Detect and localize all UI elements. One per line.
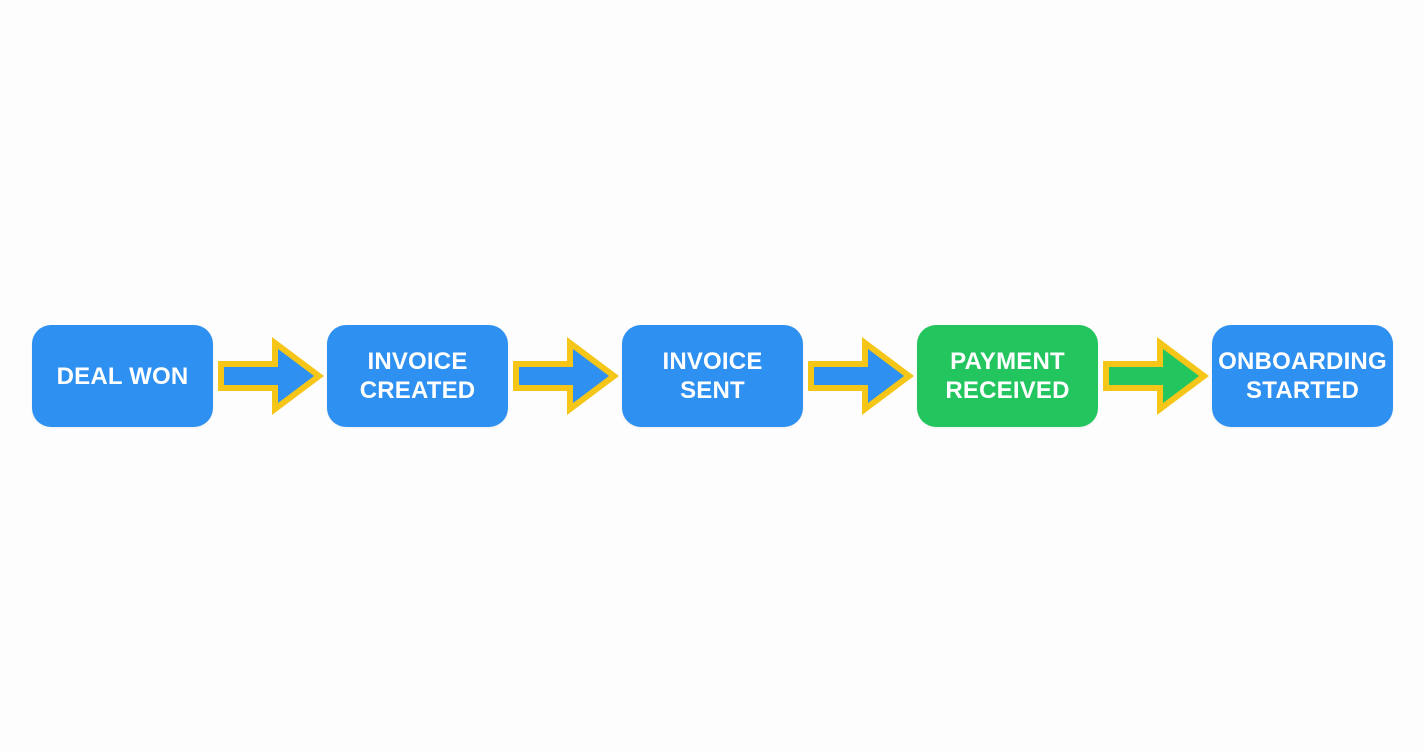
arrow-shape	[513, 337, 619, 415]
flow-node-onboarding-started[interactable]: ONBOARDING STARTED	[1212, 325, 1393, 427]
flow-node-label: INVOICE CREATED	[359, 348, 476, 404]
flow-connector-arrow-3	[808, 337, 914, 415]
right-block-arrow-icon	[808, 337, 914, 415]
arrow-shape	[808, 337, 914, 415]
right-block-arrow-icon	[513, 337, 619, 415]
flow-connector-arrow-1	[218, 337, 324, 415]
right-block-arrow-icon	[218, 337, 324, 415]
flow-connector-arrow-4	[1103, 337, 1209, 415]
flow-node-invoice-created[interactable]: INVOICE CREATED	[327, 325, 508, 427]
flow-connector-arrow-2	[513, 337, 619, 415]
arrow-shape	[218, 337, 324, 415]
flow-node-payment-received[interactable]: PAYMENT RECEIVED	[917, 325, 1098, 427]
flow-node-label: INVOICE SENT	[662, 348, 763, 404]
flow-node-label: DEAL WON	[56, 362, 189, 390]
flow-node-label: PAYMENT RECEIVED	[945, 348, 1070, 404]
arrow-shape	[1103, 337, 1209, 415]
flow-node-label: ONBOARDING STARTED	[1218, 348, 1387, 404]
flow-node-invoice-sent[interactable]: INVOICE SENT	[622, 325, 803, 427]
flow-node-deal-won[interactable]: DEAL WON	[32, 325, 213, 427]
right-block-arrow-icon	[1103, 337, 1209, 415]
